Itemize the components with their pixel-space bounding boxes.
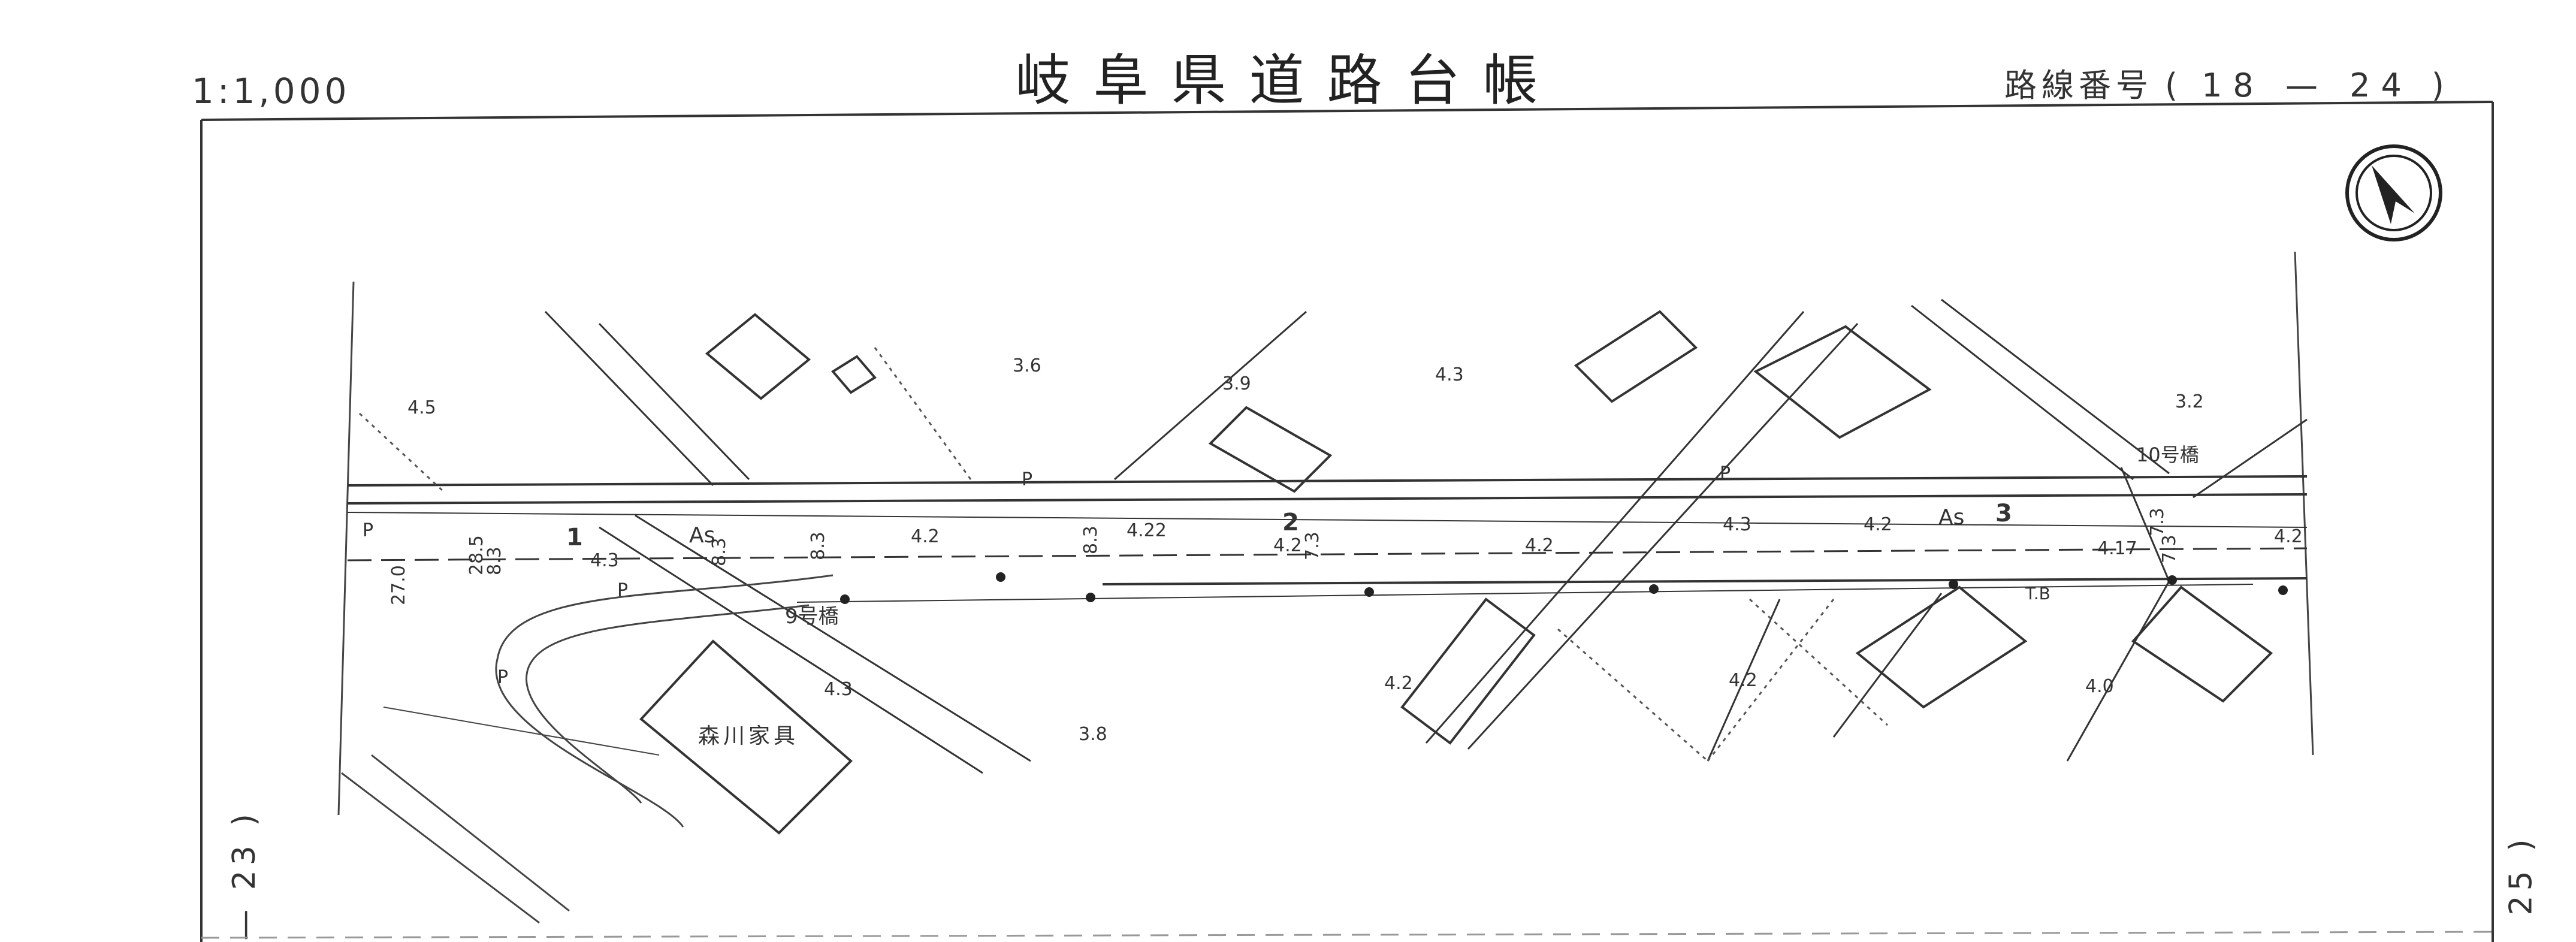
elev-417: 4.17 (2097, 538, 2137, 559)
furniture-store-label: 森川家具 (698, 724, 799, 748)
surface-label-1: As (689, 523, 715, 548)
route-open: ( (2165, 67, 2183, 104)
elev-39: 3.9 (1222, 373, 1251, 394)
elev-36: 3.6 (1013, 355, 1041, 376)
elev-42b: 4.2 (1273, 535, 1302, 556)
elev-43b: 4.3 (590, 550, 619, 571)
elev-45: 4.5 (407, 397, 436, 418)
bridge-9-label: 9号橋 (785, 605, 839, 629)
width-label-83b: 8.3 (709, 538, 730, 566)
width-label-83c: 8.3 (808, 532, 829, 560)
width-label-285: 28.5 (466, 535, 487, 575)
elev-42a: 4.2 (911, 526, 940, 547)
elev-43c: 4.3 (824, 679, 853, 700)
parking-label-1: P (363, 520, 373, 541)
elev-42f: 4.2 (1384, 673, 1413, 694)
width-label-27: 27.0 (388, 565, 409, 605)
map-frame (200, 101, 2494, 942)
route-label: 路線番号 (2004, 67, 2153, 104)
tb-label: T.B (2025, 584, 2050, 603)
elev-42g: 4.2 (1729, 670, 1757, 691)
elev-32: 3.2 (2175, 391, 2204, 412)
survey-points (840, 572, 2288, 604)
elev-42c: 4.2 (1525, 535, 1554, 556)
route-close: ) (2431, 67, 2449, 104)
parking-label-2: P (617, 580, 628, 601)
surface-label-2: As (1938, 505, 1964, 530)
elev-422: 4.22 (1127, 520, 1167, 541)
width-label-83a: 8.3 (484, 547, 505, 575)
elev-38: 3.8 (1079, 724, 1107, 745)
parking-label-3: P (1022, 469, 1032, 490)
route-number: 路線番号 (18 — 24) (1998, 59, 2455, 106)
buildings (639, 310, 2273, 835)
width-label-83d: 8.3 (1080, 526, 1101, 554)
curved-roadway (341, 574, 833, 924)
survey-boundary (337, 251, 2314, 816)
elev-40: 4.0 (2085, 676, 2114, 697)
elev-43a: 4.3 (1435, 364, 1464, 385)
station-label-1: 1 (566, 524, 583, 551)
station-label-2: 2 (1282, 509, 1299, 536)
scale-label: 1:1,000 (192, 71, 351, 111)
elev-42d: 4.2 (1864, 514, 1892, 535)
route-number-value: 18 — 24 (2201, 67, 2412, 104)
page-title: 岐阜県道路台帳 (1015, 49, 1561, 113)
width-label-73a: 7.3 (1302, 532, 1323, 560)
elev-43d: 4.3 (1723, 514, 1751, 535)
parcel-edges (358, 347, 1889, 762)
cross-streets (544, 298, 2308, 774)
main-road (347, 475, 2308, 603)
map-labels: 9号橋 10号橋 森川家具 As As 1 2 3 T.B P P P P P … (363, 355, 2303, 748)
width-label-73b: 7.3 (2147, 508, 2168, 536)
parking-label-4: P (1720, 463, 1731, 484)
width-label-73c: 7.3 (2159, 535, 2180, 563)
station-label-3: 3 (1995, 500, 2012, 527)
parking-label-5: P (497, 667, 508, 688)
north-arrow-icon (2345, 144, 2442, 241)
elev-42e: 4.2 (2274, 526, 2303, 547)
bridge-10-label: 10号橋 (2136, 443, 2199, 466)
